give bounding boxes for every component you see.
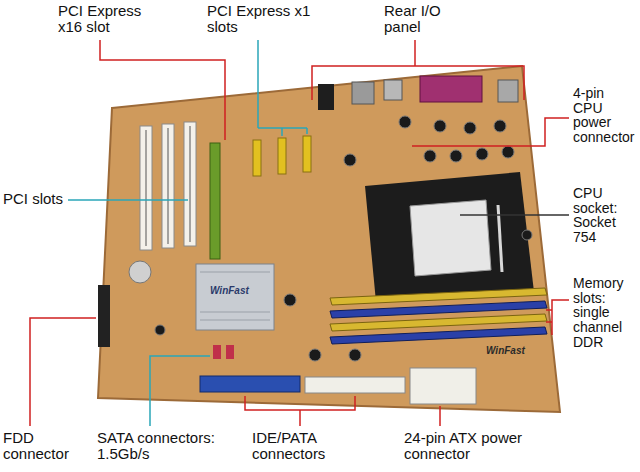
capacitor	[155, 325, 165, 335]
pcie-x1-slots	[253, 136, 311, 176]
pcie-x16-slot	[210, 143, 220, 259]
capacitor	[344, 154, 356, 166]
memory-slot	[330, 327, 547, 344]
capacitor	[309, 349, 321, 361]
capacitor	[522, 230, 532, 240]
capacitor	[399, 116, 411, 128]
leader-line	[299, 410, 301, 426]
capacitor	[494, 120, 506, 132]
port	[352, 82, 374, 104]
memory-slots	[330, 288, 547, 344]
ide-connector	[200, 376, 300, 392]
pci-slot	[140, 126, 152, 250]
part-label: PCI Express x16 slot	[58, 3, 153, 35]
leader-lines	[30, 40, 569, 426]
slot-groove	[146, 130, 147, 246]
leader-line	[257, 40, 259, 128]
ide-connector	[305, 377, 405, 393]
leader-bracket	[312, 66, 524, 100]
pcie-x1-slot	[278, 138, 286, 174]
sata-connector	[226, 345, 234, 359]
part-label: Memory slots: single channel DDR	[573, 276, 637, 349]
heatsink	[196, 264, 274, 330]
leader-line	[306, 128, 308, 134]
sata-connector	[213, 345, 221, 359]
capacitor	[424, 150, 436, 162]
socket-body	[410, 200, 491, 276]
heatsink-fin	[200, 272, 270, 273]
leader-line	[150, 356, 210, 426]
capacitor	[502, 146, 514, 158]
leader-bracket	[552, 300, 569, 335]
capacitor	[464, 122, 476, 134]
leader-line	[281, 128, 283, 136]
port	[498, 80, 518, 102]
leader-line	[414, 40, 416, 66]
atx-power-connector	[410, 368, 476, 404]
board-print: WinFast	[210, 286, 270, 297]
port	[318, 84, 334, 110]
heatsink-fin	[200, 320, 270, 321]
capacitors	[155, 116, 532, 361]
part-label: 24-pin ATX power connector	[404, 430, 536, 462]
capacitor	[476, 148, 488, 160]
leader-line	[546, 321, 552, 323]
heatsink-fin	[200, 312, 270, 313]
leader-line	[460, 214, 569, 216]
battery	[129, 261, 151, 283]
part-label: PCI Express x1 slots	[207, 3, 319, 35]
leader-line	[412, 118, 569, 146]
leader-line	[439, 406, 441, 426]
pcie-x1-slot	[253, 140, 261, 176]
part-label: SATA connectors: 1.5Gb/s	[97, 430, 225, 462]
fdd-connector	[98, 285, 110, 347]
capacitor	[284, 294, 296, 306]
socket-frame	[365, 172, 534, 302]
capacitor	[450, 150, 462, 162]
leader-line	[30, 318, 96, 426]
slot-groove	[168, 128, 169, 244]
capacitor	[349, 349, 361, 361]
part-label: PCI slots	[3, 191, 67, 207]
leader-line	[100, 40, 225, 140]
leader-line	[68, 199, 188, 201]
part-label: 4-pin CPU power connector	[573, 86, 637, 145]
capacitor	[434, 120, 446, 132]
board-print: WinFast	[486, 346, 536, 357]
part-label: FDD connector	[3, 430, 77, 462]
chipset-heatsink	[196, 264, 274, 330]
pci-slots	[140, 122, 196, 250]
port	[384, 80, 402, 100]
part-label: Rear I/O panel	[384, 3, 454, 35]
rear-io-ports	[318, 76, 518, 110]
cpu-socket	[365, 172, 534, 302]
leader-bracket	[245, 396, 355, 410]
parallel-port	[420, 76, 482, 102]
slot-groove	[190, 126, 191, 242]
pci-slot	[184, 122, 196, 246]
circuit-board	[98, 66, 560, 412]
pcie-x1-slot	[303, 136, 311, 172]
part-label: CPU socket: Socket 754	[573, 186, 637, 245]
part-label: IDE/PATA connectors	[252, 430, 344, 462]
pci-slot	[162, 124, 174, 248]
leader-line	[546, 309, 552, 311]
